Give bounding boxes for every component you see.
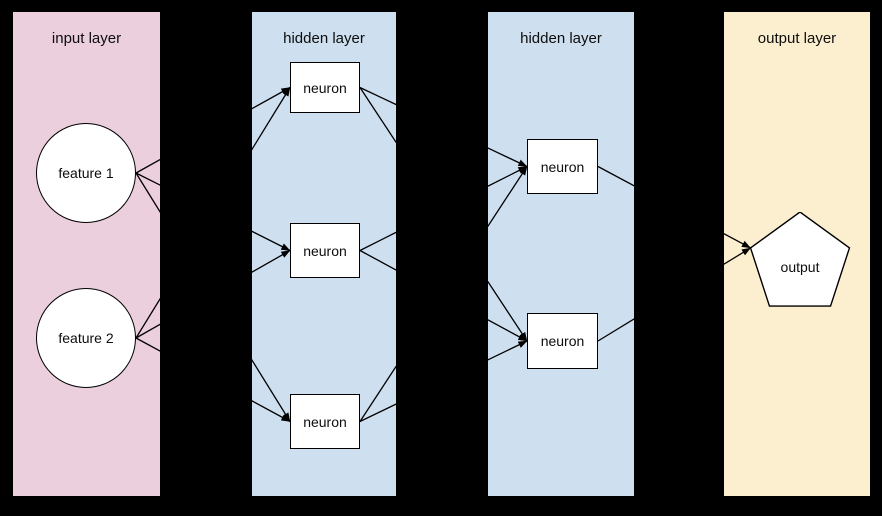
connection-edge [724,247,751,265]
connection-edge [135,172,160,186]
connection-edge [359,231,396,252]
connection-edge [252,87,291,151]
connection-edge [488,319,528,342]
connection-edge [135,323,160,339]
connection-edge [359,249,396,271]
layer-title-input: input layer [51,30,122,47]
connection-edge [359,86,396,106]
connection-edge [359,87,396,144]
connection-edge [252,400,291,423]
neuron-node-label: neuron [303,79,347,96]
connection-edge [597,318,634,342]
feature-node[interactable]: feature 1 [36,123,136,223]
neuron-node[interactable]: neuron [290,62,360,113]
output-node-label: output [780,259,820,275]
connection-edge [488,280,528,342]
feature-node[interactable]: feature 2 [36,288,136,388]
neuron-node-label: neuron [303,413,347,430]
connection-edge [488,340,528,361]
edges-clipped-hidden2 [488,147,634,361]
neuron-node[interactable]: neuron [527,139,598,194]
output-node[interactable]: output [748,212,852,316]
connection-edge [597,165,634,187]
connection-edge [135,158,160,174]
neuron-node[interactable]: neuron [290,394,360,449]
neuron-node-label: neuron [303,242,347,259]
connection-edge [135,297,160,339]
neuron-node-label: neuron [540,333,585,349]
connection-edge [488,166,528,228]
feature-node-label: feature 1 [58,165,114,181]
connection-edge [252,358,291,422]
layer-title-hidden1: hidden layer [283,30,365,47]
layer-panel-hidden2: hidden layer [488,12,634,496]
connection-edge [135,172,160,213]
connection-edge [724,233,751,249]
connection-edge [252,249,291,273]
connection-edge [252,86,291,110]
neuron-node[interactable]: neuron [527,313,598,369]
layer-panel-input: input layer [13,12,160,496]
layer-title-hidden2: hidden layer [520,30,602,47]
feature-node-label: feature 2 [58,330,114,346]
connection-edge [252,230,291,252]
edges-clipped-input [135,158,160,352]
connection-edge [359,403,396,423]
connection-edge [359,365,396,422]
connection-edge [135,337,160,352]
layer-title-output: output layer [757,30,837,47]
neuron-node-label: neuron [540,158,585,175]
neuron-node[interactable]: neuron [290,223,360,278]
pentagon-shape [749,212,851,307]
connection-edge [488,147,528,168]
connection-edge [488,165,528,187]
